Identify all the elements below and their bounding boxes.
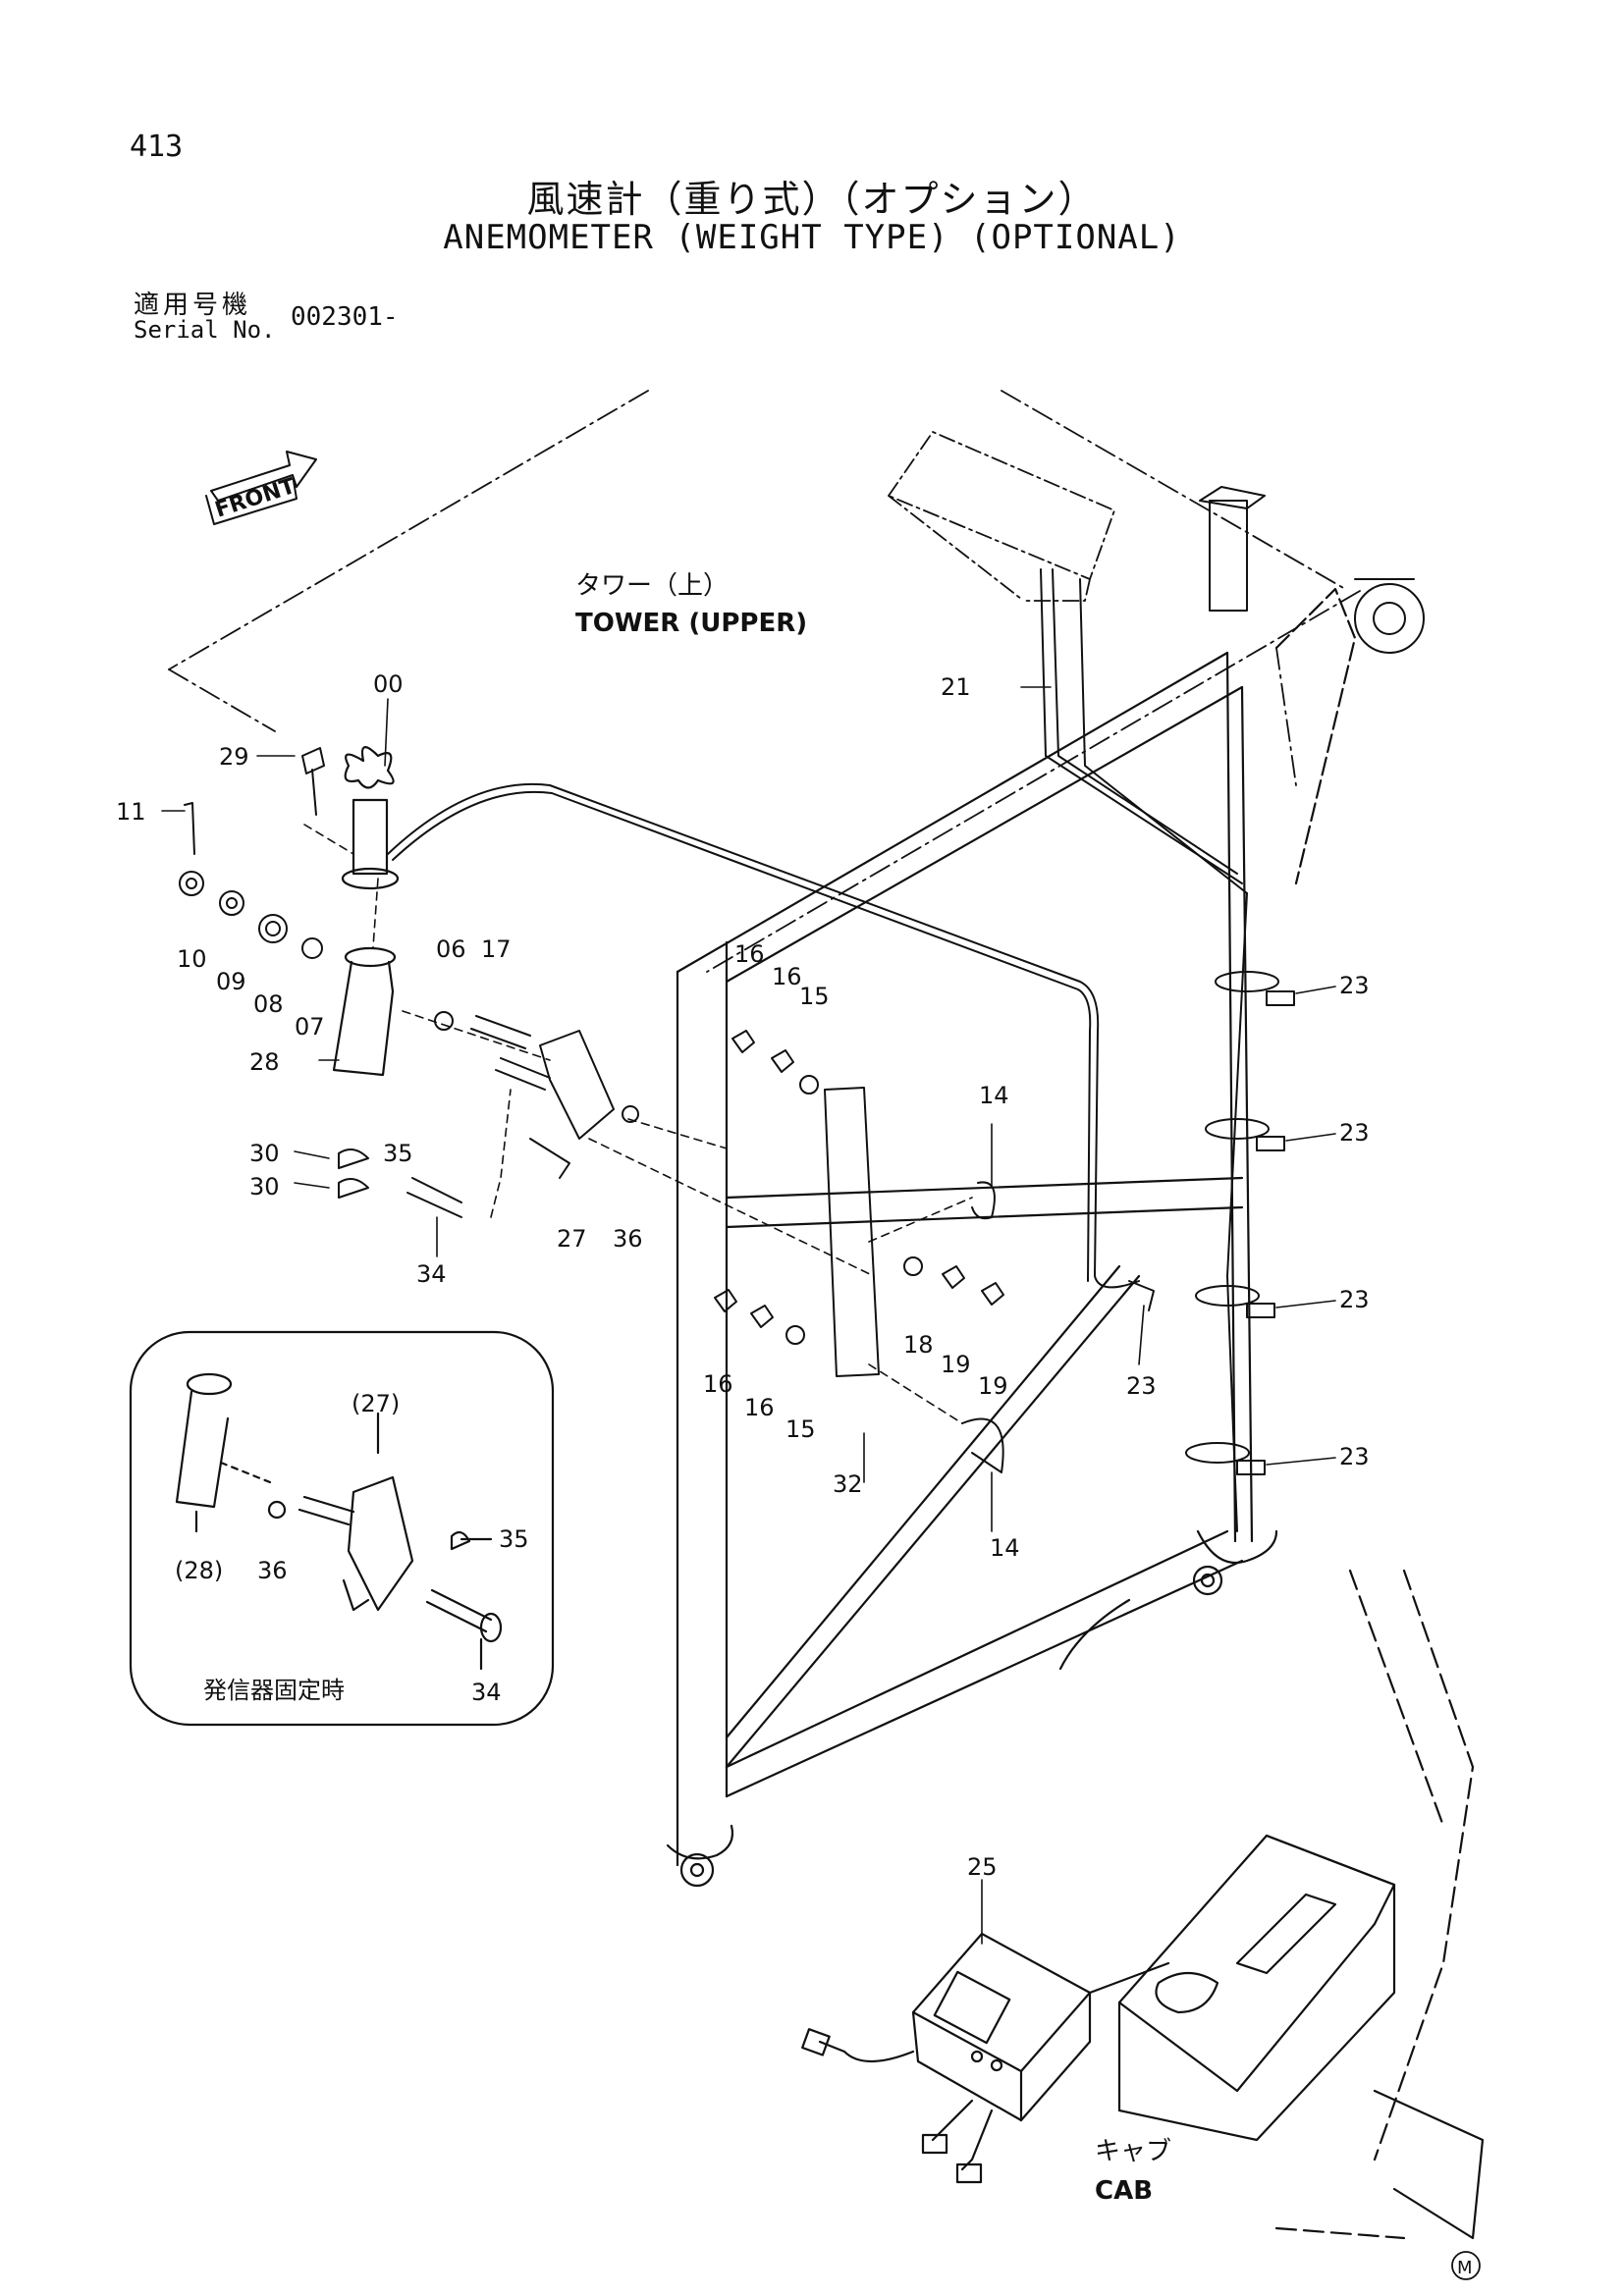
callout-16-b: 16 <box>772 963 802 990</box>
inset-callout-35: 35 <box>499 1525 529 1553</box>
control-box <box>888 431 1115 602</box>
callout-09: 09 <box>216 968 246 995</box>
page-number: 413 <box>130 130 184 164</box>
front-label: FRONT <box>212 474 298 523</box>
callout-29: 29 <box>219 743 249 771</box>
callout-16-c: 16 <box>703 1370 733 1398</box>
callout-23-c: 23 <box>1339 1286 1370 1313</box>
callout-16-a: 16 <box>734 940 765 968</box>
callout-25: 25 <box>967 1853 998 1881</box>
inset-callout-34: 34 <box>471 1679 502 1706</box>
anemometer-head <box>332 746 400 1077</box>
callout-numbers: 00 29 11 10 09 08 07 28 06 17 30 30 35 3… <box>116 670 1370 1881</box>
cable-harness <box>387 568 1248 1532</box>
front-arrow-icon: FRONT <box>205 451 317 525</box>
callout-36: 36 <box>613 1225 643 1253</box>
serial-label-english: Serial No. <box>134 316 276 344</box>
display-unit <box>801 1932 1170 2184</box>
callout-15-b: 15 <box>785 1415 816 1443</box>
cab-label-en: CAB <box>1095 2176 1153 2206</box>
callout-21: 21 <box>941 673 971 701</box>
callout-23-a: 23 <box>1339 972 1370 999</box>
tower-label-en: TOWER (UPPER) <box>575 609 807 638</box>
callout-18: 18 <box>903 1331 934 1359</box>
small-parts <box>179 747 1004 1473</box>
callout-30-upper: 30 <box>249 1140 280 1167</box>
callout-07: 07 <box>295 1013 325 1041</box>
inset-callout-36: 36 <box>257 1557 288 1584</box>
callout-15-a: 15 <box>799 983 830 1010</box>
tower-upper-frame <box>168 390 1361 973</box>
callout-34: 34 <box>416 1260 447 1288</box>
callout-27: 27 <box>557 1225 587 1253</box>
callout-23-e: 23 <box>1339 1443 1370 1470</box>
manufacturer-mark-icon <box>1451 2251 1481 2280</box>
inset-caption: 発信器固定時 <box>203 1677 345 1704</box>
callout-23-b: 23 <box>1339 1119 1370 1147</box>
callout-32: 32 <box>833 1470 863 1498</box>
serial-label-japanese: 適用号機 <box>134 291 252 320</box>
callout-00: 00 <box>373 670 404 698</box>
callout-14-b: 14 <box>990 1534 1020 1562</box>
inset-callout-27: (27) <box>352 1390 400 1417</box>
callout-06: 06 <box>436 935 466 963</box>
manufacturer-mark: M <box>1457 2258 1473 2278</box>
cab-structure <box>1117 1569 1485 2240</box>
callout-23-d: 23 <box>1126 1372 1157 1400</box>
callout-30-lower: 30 <box>249 1173 280 1201</box>
callout-08: 08 <box>253 990 284 1018</box>
inset-callout-28: (28) <box>175 1557 223 1584</box>
post-top-right <box>1199 486 1425 654</box>
callout-19-b: 19 <box>978 1372 1008 1400</box>
callout-11: 11 <box>116 798 146 826</box>
tower-label-ja: タワー（上） <box>575 571 729 601</box>
callout-35: 35 <box>383 1140 413 1167</box>
callout-28: 28 <box>249 1048 280 1076</box>
inset-detail <box>129 1330 555 1727</box>
title-english: ANEMOMETER (WEIGHT TYPE) (OPTIONAL) <box>443 218 1181 257</box>
callout-10: 10 <box>177 945 207 973</box>
tower-structure <box>666 587 1357 1888</box>
callout-16-d: 16 <box>744 1394 775 1421</box>
serial-number-value: 002301- <box>291 302 399 332</box>
cable-clamps <box>1128 971 1295 1475</box>
callout-19-a: 19 <box>941 1351 971 1378</box>
leader-lines <box>161 686 1336 1945</box>
cab-label-ja: キャブ <box>1095 2137 1171 2166</box>
callout-14-a: 14 <box>979 1082 1009 1109</box>
callout-17: 17 <box>481 935 512 963</box>
title-japanese: 風速計（重り式）（オプション） <box>526 178 1098 221</box>
